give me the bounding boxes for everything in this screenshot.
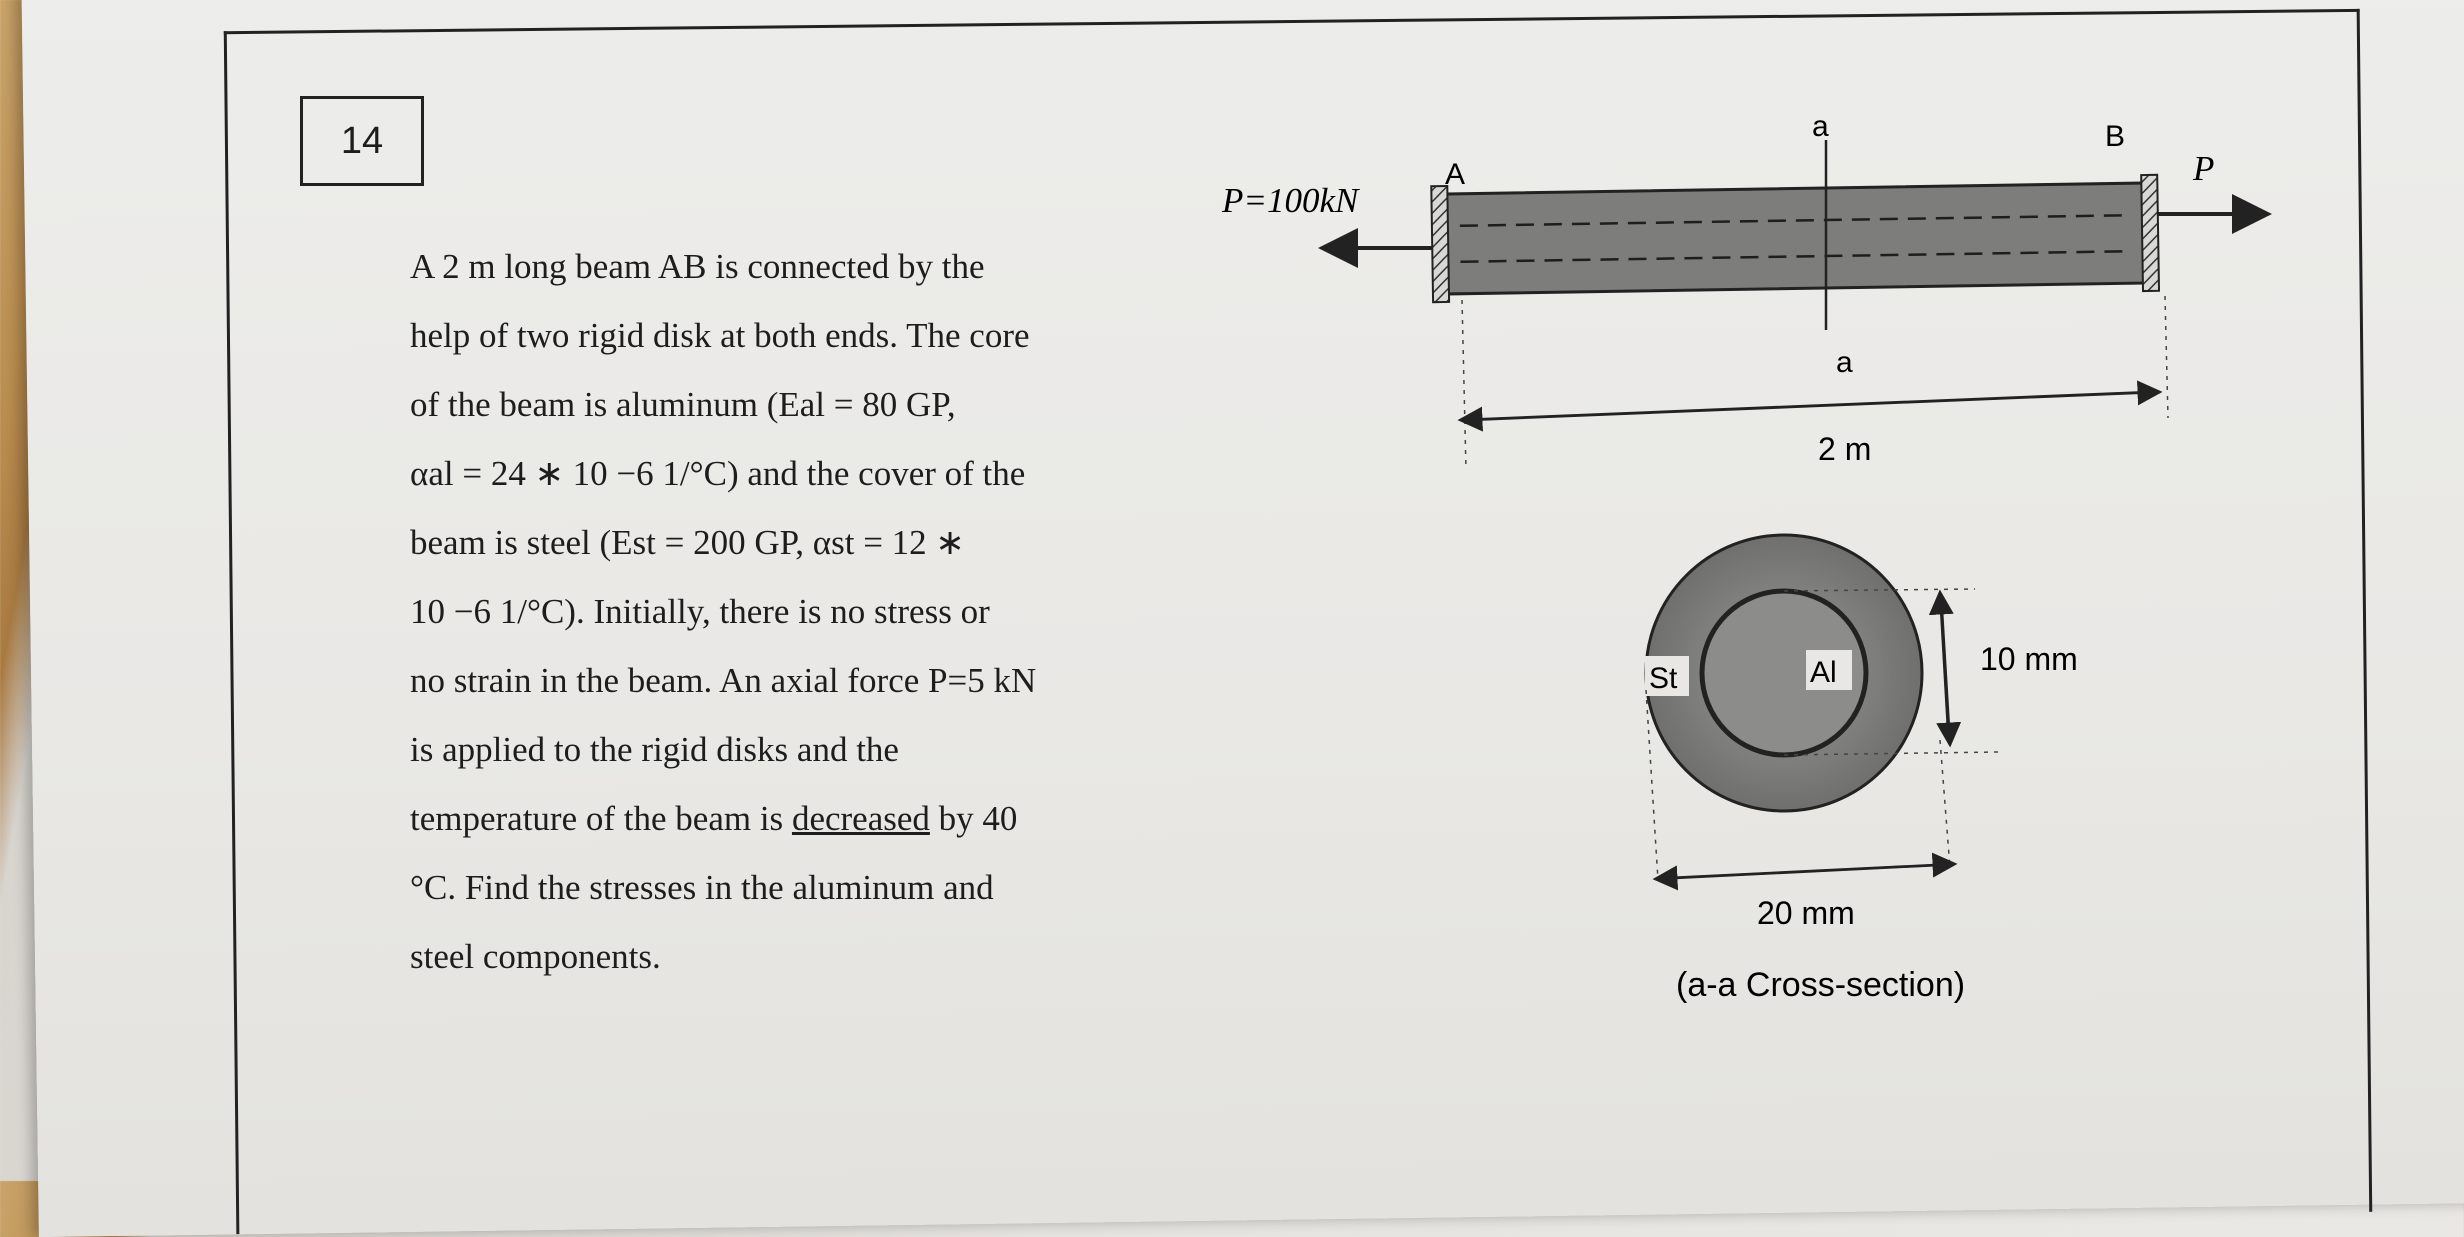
line-text: temperature of the beam is [410,799,792,838]
right-load-label: P [2192,149,2214,188]
extension-line-left [1461,299,1467,471]
extension-line-right [2164,295,2169,419]
underlined-word: decreased [791,799,930,838]
problem-line: help of two rigid disk at both ends. The… [410,316,1030,355]
problem-line: °C. Find the stresses in the aluminum an… [410,868,994,907]
length-dimension-line [1457,390,2151,432]
problem-line: no strain in the beam. An axial force P=… [410,661,1037,700]
outer-dimension-label: 20 mm [1757,895,1855,931]
end-b-label: B [2105,120,2125,153]
beam-steel-cover [1437,181,2153,296]
inner-dimension-label: 10 mm [1980,641,2078,677]
problem-line: A 2 m long beam AB is connected by the [410,247,985,286]
beam-figure: P=100kN P A B a a 2 m St Al 10 mm 20 mm … [1221,110,2272,1004]
steel-label-bg [1645,656,1689,696]
end-a-label: A [1445,158,1465,191]
problem-line: 10 −6 1/°C). Initially, there is no stre… [410,592,990,631]
steel-label: St [1649,662,1678,695]
problem-statement: A 2 m long beam AB is connected by the h… [410,232,1230,991]
outer-extension-right [1939,739,1951,869]
aluminum-label: Al [1810,656,1837,689]
figure-caption: (a-a Cross-section) [1676,966,1965,1004]
section-bottom-label: a [1836,346,1853,379]
rigid-disk-a [1430,184,1451,304]
question-number-box: 14 [300,96,424,186]
outer-extension-left [1645,689,1659,881]
problem-line: beam is steel (Est = 200 GP, αst = 12 ∗ [410,523,965,562]
inner-dimension-line [1928,589,1954,731]
aluminum-label-bg [1806,650,1852,690]
problem-line: is applied to the rigid disks and the [410,730,899,769]
outer-dimension-line [1652,863,1941,891]
left-load-label: P=100kN [1221,181,1360,220]
section-top-label: a [1812,110,1829,143]
inner-extension-top [1783,588,1976,592]
length-label: 2 m [1818,431,1871,467]
problem-line: temperature of the beam is decreased by … [410,784,1230,853]
problem-line: of the beam is aluminum (Eal = 80 GP, [410,385,956,424]
beam [1430,173,2161,304]
question-number: 14 [340,119,384,162]
line-text: by 40 [929,799,1018,838]
cross-section [1644,533,1924,813]
problem-line: αal = 24 ∗ 10 −6 1/°C) and the cover of … [410,454,1026,493]
rigid-disk-b [2140,173,2161,293]
problem-line: steel components. [410,937,661,976]
